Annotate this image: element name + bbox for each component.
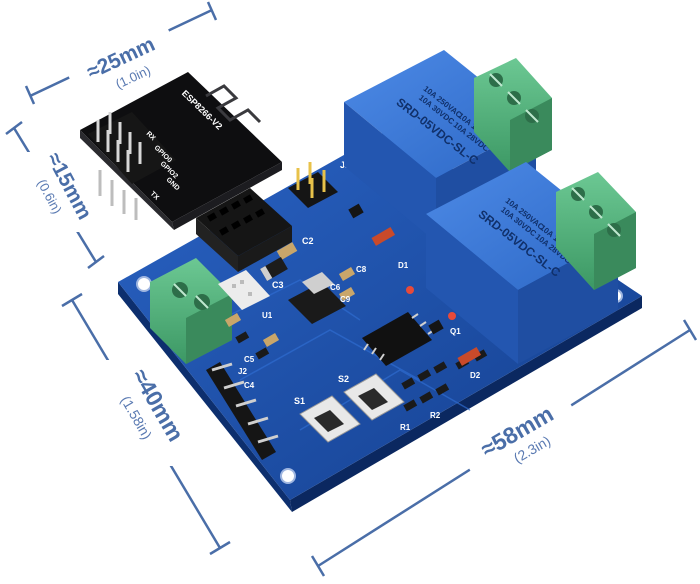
silk-label: C6	[330, 283, 341, 292]
relay-2-terminal	[556, 172, 636, 290]
diode: D2	[457, 347, 482, 380]
esp8266-module: ESP8266-V2 RX GPIO0 GPIO2 GND TX	[80, 72, 282, 230]
status-led	[448, 312, 456, 320]
silk-label: D2	[470, 371, 481, 380]
dimension-width-58mm: ≈58mm (2.3in)	[310, 319, 698, 577]
power-terminal-block	[150, 258, 232, 364]
silk-label: S2	[338, 374, 349, 384]
relay-1-terminal	[474, 58, 552, 172]
transistor	[348, 203, 364, 219]
dimension-height-15mm: ≈15mm (0.6in)	[5, 121, 105, 269]
silk-label: C9	[340, 295, 351, 304]
transistor: Q1	[428, 319, 461, 336]
module-pin-label: TX	[149, 190, 161, 201]
silk-label: C3	[272, 280, 284, 290]
mounting-hole	[280, 468, 296, 484]
silk-label: C5	[244, 355, 255, 364]
smd-capacitor: U1	[224, 311, 273, 327]
relay-2: 10A 250VAC 10A 30VDC 10A 125VAC 10A 28VD…	[426, 162, 636, 364]
tactile-switch-s2: S2	[338, 373, 405, 421]
silk-label: U1	[262, 311, 273, 320]
module-pin-header	[88, 112, 176, 220]
micro-usb-connector	[218, 270, 270, 310]
status-led	[406, 286, 414, 294]
gpio-pin-header: J2	[206, 362, 279, 460]
smd-capacitor: C9	[338, 287, 356, 304]
smd-capacitor: C2	[276, 236, 314, 260]
voltage-regulator	[288, 272, 346, 324]
silk-label: Q1	[450, 327, 461, 336]
silk-label: D1	[398, 261, 409, 270]
silk-label: C4	[244, 381, 255, 390]
silk-label: S1	[294, 396, 305, 406]
smd-capacitor: C5	[244, 333, 280, 364]
relay-1: 10A 250VAC 10A 30VDC 10A 125VAC 10A 28VD…	[344, 50, 552, 242]
silk-label: J2	[238, 367, 247, 376]
esp-socket-header	[196, 188, 292, 272]
relay-board: J1	[118, 50, 642, 512]
silk-label: C2	[302, 236, 314, 246]
smd-capacitor: C8	[338, 265, 367, 281]
mounting-hole	[136, 276, 152, 292]
silk-label: R2	[430, 411, 441, 420]
tactile-switch-s1: S1	[294, 395, 361, 443]
microcontroller-chip	[362, 312, 435, 366]
silk-label: C8	[356, 265, 367, 274]
silk-label: R1	[400, 423, 411, 432]
electrolytic-capacitor: C3	[260, 256, 288, 290]
diode: D1	[371, 227, 409, 270]
dimension-height-40mm: ≈40mm (1.58in)	[61, 292, 231, 556]
